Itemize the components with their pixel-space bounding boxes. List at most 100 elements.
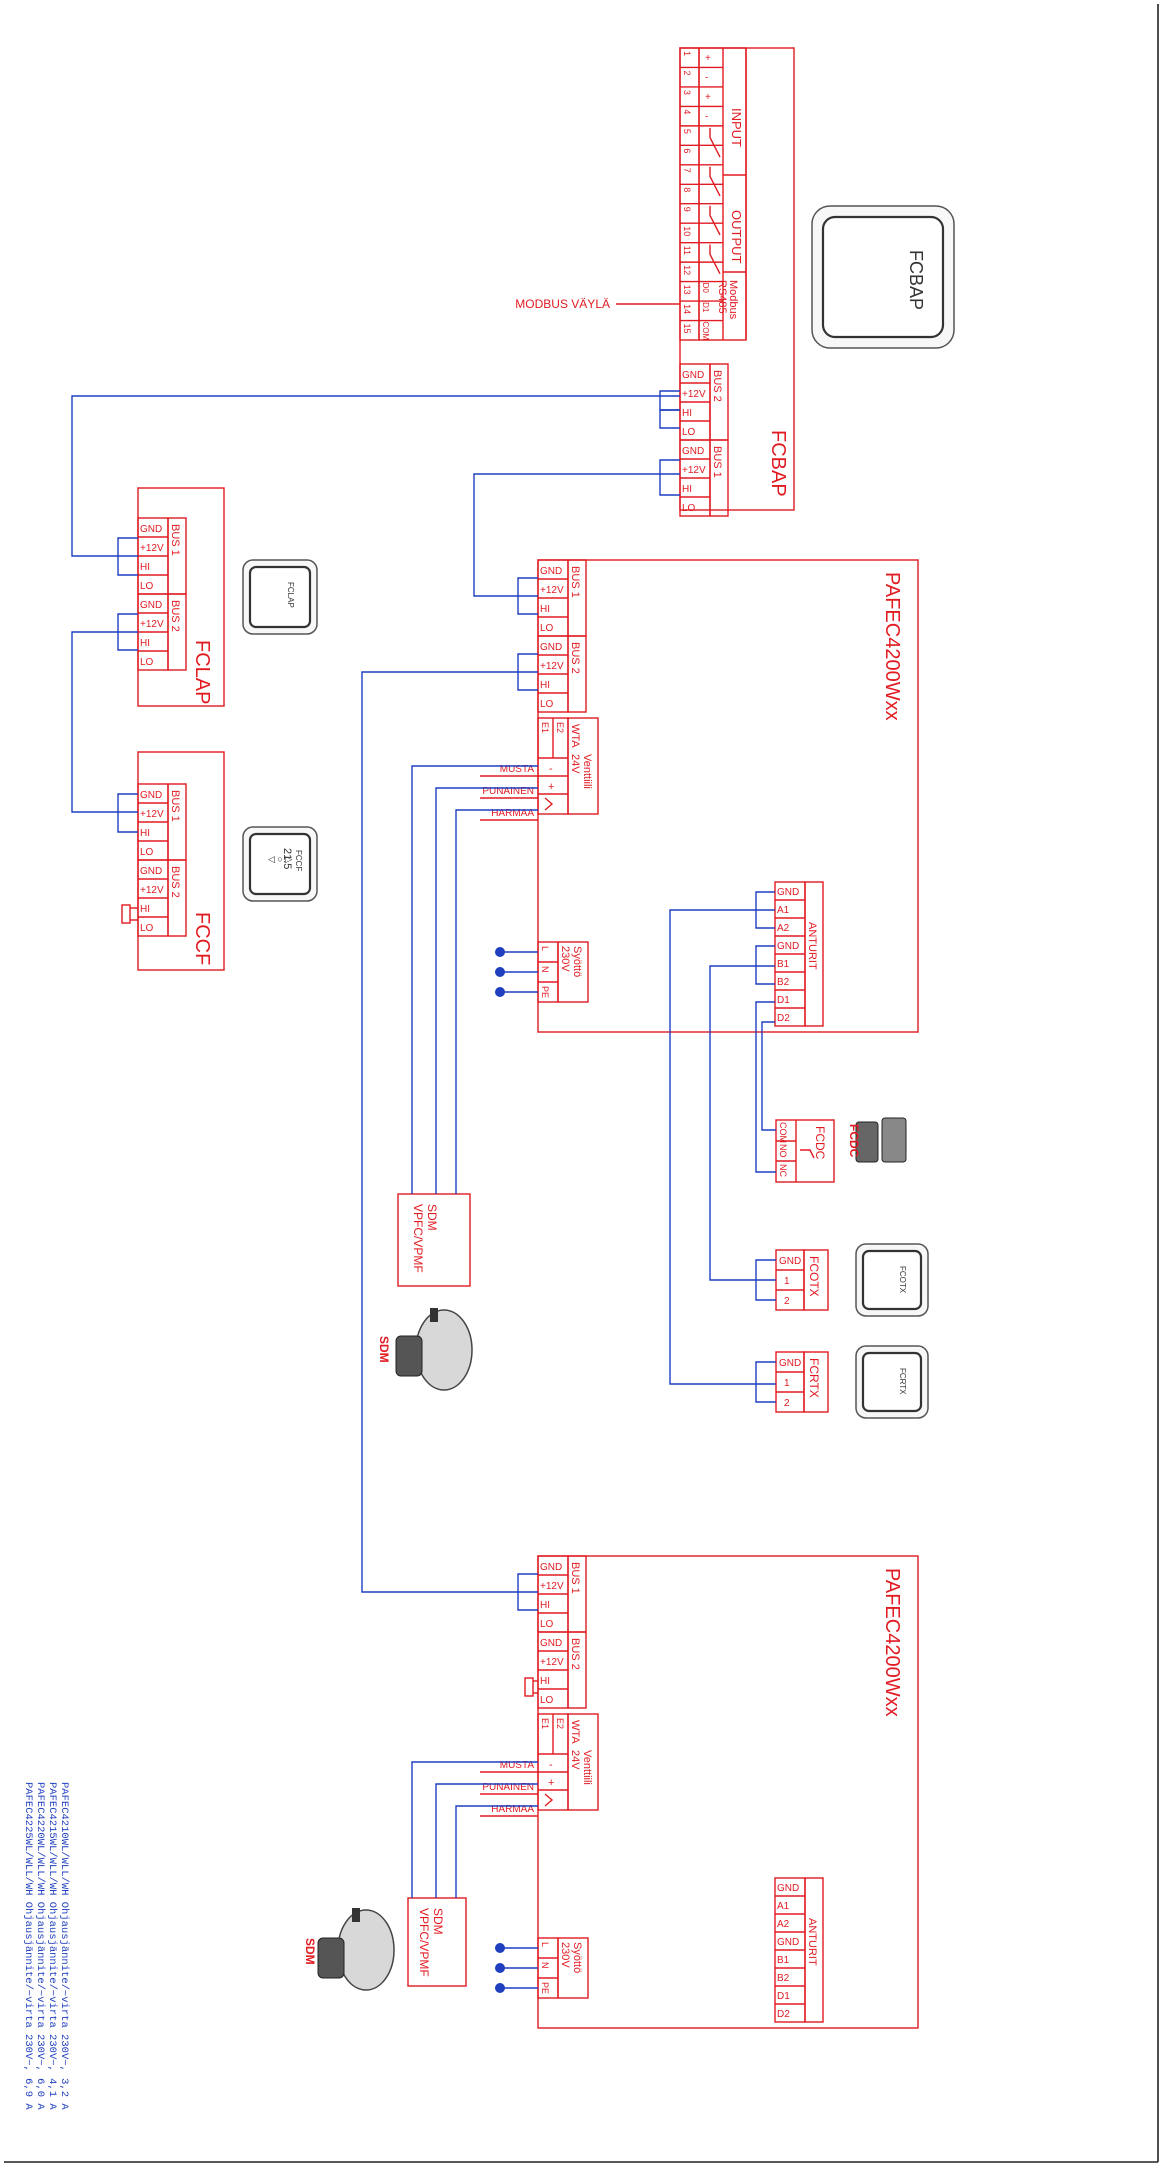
fcbap-terminal-number: 3 (682, 90, 692, 95)
fcrtx-device-label: FCRTX (898, 1368, 907, 1395)
fcbap-modbus-pin: D1 (701, 302, 710, 313)
wire-sensor-d2-to-fcdc (761, 1021, 776, 1131)
wire-fcotx-jumper (755, 1259, 776, 1301)
fcotx-block: GND 1 2 FCOTX (775, 1249, 829, 1311)
wire-fcbap-bus1-to-pafec-top (473, 473, 680, 597)
sdm-bottom-block: SDM VPFC/VPMF (407, 1897, 467, 1987)
pafec-bottom-valve-venttiili-label: Venttiili (581, 1750, 593, 1785)
pafec-top-outline (537, 559, 919, 1033)
pafec-top-power-230v-label: 230V (559, 946, 571, 972)
pafec-top-power-label-column (557, 941, 589, 1003)
fcrtx-pin-2: 2 (784, 1398, 790, 1409)
pafec-bottom-bus1-pin-label: HI (540, 1600, 550, 1611)
fccf-device-picture: FCCF 21.5 ◁ ○ ▷ (242, 826, 318, 902)
fclap-device-label: FCLAP (286, 582, 295, 608)
fclap-bus1-bus-label: BUS 1 (169, 524, 181, 556)
pafec-top-valve-label-column (567, 717, 599, 815)
sdm-top-device-label: SDM (377, 1336, 391, 1363)
pafec-bottom-bus2-pin-label: GND (540, 1638, 562, 1649)
fcbap-terminal-number: 13 (682, 285, 692, 295)
wire-fcrtx-jumper (755, 1361, 776, 1403)
sdm-top-outline (397, 1193, 471, 1287)
pafec-top-bus2-pin-label: +12V (540, 661, 564, 672)
pafec-bottom-termination-resistor (524, 1677, 534, 1697)
fclap-bus1-pin-label: GND (140, 524, 162, 535)
pafec-top-valve-valve-icon (544, 797, 554, 811)
pafec-top-valve-e1-label: E1 (540, 722, 550, 733)
pafec-top-valve-wire-label: PUNAINEN (482, 786, 534, 797)
wire-sensor-d1-to-fcdc (755, 1001, 776, 1173)
fcotx-title-strip (803, 1249, 829, 1311)
fcbap-relay-switch-icon (709, 127, 721, 158)
pafec-top-sensors-pin-label: B1 (777, 959, 790, 970)
fcbap-device-picture: FCBAP (811, 205, 955, 349)
fccf-bus1-pin-label: HI (140, 828, 150, 839)
fcotx-pin-gnd: GND (779, 1256, 801, 1267)
fcbap-relay-switch-icon (709, 205, 721, 236)
fccf-bus1-pin-label: LO (140, 847, 154, 858)
fclap-device-picture: FCLAP (242, 559, 318, 635)
fcrtx-pin-gnd: GND (779, 1358, 801, 1369)
wire-bottom-punainen (435, 1783, 538, 1898)
pafec-top-valve-wta-label: WTA (569, 724, 581, 748)
fcdc-title: FCDC (813, 1126, 827, 1160)
pafec-bottom-bus1-pin-label: +12V (540, 1581, 564, 1592)
pafec-top-power-syotto-label: Syöttö (571, 946, 583, 977)
pafec-top-sensors-pin-label: D2 (777, 1013, 790, 1024)
wire-sensor-b-to-fcotx (709, 965, 776, 1281)
fclap-title: FCLAP (191, 640, 213, 704)
wire-fcbap-bus2-to-fclap (71, 395, 680, 557)
fcbap-terminal-number: 1 (682, 51, 692, 56)
pafec-top-title: PAFEC4200Wxx (881, 572, 903, 721)
fcbap-bus2-bus-label: BUS 2 (711, 370, 723, 402)
sdm-bottom-adapter-body (337, 1909, 395, 1991)
pafec-top-bus2-pin-label: LO (540, 699, 554, 710)
pafec-top-sensors-pin-label: D1 (777, 995, 790, 1006)
notes: PAFEC4210WL/WLL/WH Ohjausjännite/~virta … (22, 1782, 70, 2110)
fccf-bus2-pin-label: GND (140, 866, 162, 877)
wire-pafec-top-bus1-jumper (517, 577, 538, 615)
sdm-bottom-subtitle: VPFC/VPMF (417, 1908, 431, 1977)
pafec-bottom-power-pin-label: N (540, 1962, 550, 1969)
sdm-bottom-outline (407, 1897, 467, 1987)
pafec-bottom-outline (537, 1555, 919, 2029)
wire-fcbap-bus1-jumper (659, 459, 680, 496)
fcbap-bus1-bus-label: BUS 1 (711, 446, 723, 478)
wire-fcbap-bus2-jumper-b (659, 409, 680, 429)
sdm-top-subtitle: VPFC/VPMF (411, 1204, 425, 1273)
pafec-top-valve-wire-label: MUSTA (500, 764, 535, 775)
pafec-bottom-power-label-column (557, 1937, 589, 1999)
sdm-bottom-adapter-socket (317, 1937, 345, 1979)
wire-pafec-top-bus2-jumper (517, 653, 538, 691)
pafec-top-bus2-bus-label: BUS 2 (569, 642, 581, 674)
fcdc-sensor (881, 1117, 907, 1163)
fcotx-title: FCOTX (807, 1256, 821, 1297)
fcbap-switch-symbols (709, 127, 721, 275)
fcbap-input-label: INPUT (729, 108, 744, 147)
pafec-bottom-valve-plus-label: + (548, 1777, 554, 1789)
wire-sensor-a-to-fcrtx (669, 909, 776, 1385)
fcbap-terminal-sign: + (705, 92, 711, 103)
wire-fccf-bus1-jumper (117, 793, 138, 833)
pafec-bottom-title: PAFEC4200Wxx (881, 1568, 903, 1717)
pafec-bottom-sensors-pin-label: A2 (777, 1919, 790, 1930)
pafec-top-power-pin-label: PE (540, 986, 550, 998)
wire-fclap-bus2-to-fccf (71, 631, 138, 813)
fcdc-outline (775, 1119, 835, 1183)
sdm-bottom-device-label: SDM (303, 1938, 317, 1965)
fcbap-bus2-pin-label: +12V (682, 389, 706, 400)
fclap-device-screen (248, 565, 312, 629)
pafec-bottom-valve-wta-label: WTA (569, 1720, 581, 1744)
fclap-bus2-pin-label: +12V (140, 619, 164, 630)
pafec-top-bus1-bus-label: BUS 1 (569, 566, 581, 598)
fcbap-rs485-label: RS485 (716, 280, 728, 314)
